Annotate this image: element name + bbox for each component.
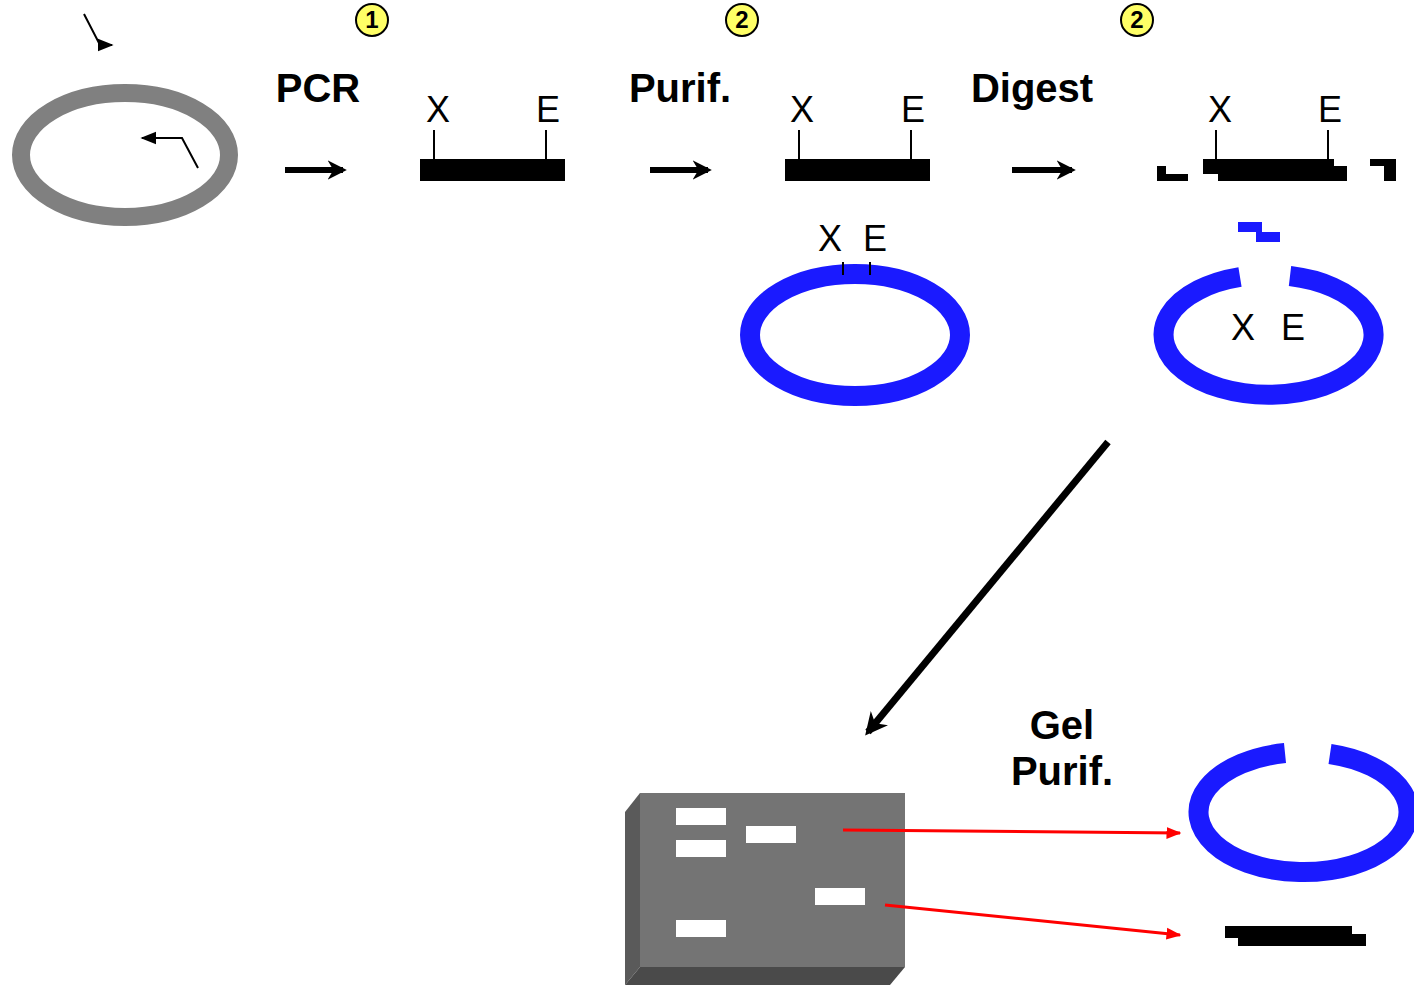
site-tick bbox=[798, 130, 800, 159]
purified-vector bbox=[1199, 753, 1409, 872]
site-label: X bbox=[426, 89, 450, 130]
cut-end-piece bbox=[1370, 159, 1396, 181]
reverse-primer bbox=[142, 138, 198, 168]
step-label: Purif. bbox=[629, 65, 731, 111]
step-label: PCR bbox=[276, 65, 360, 111]
site-label: E bbox=[901, 89, 925, 130]
extract-arrow bbox=[843, 830, 1180, 833]
site-label: X bbox=[1208, 89, 1232, 130]
cut-vector bbox=[1164, 276, 1374, 395]
digested-fragment bbox=[1203, 159, 1347, 181]
site-tick bbox=[545, 130, 547, 159]
site-label: E bbox=[536, 89, 560, 130]
step-arrow bbox=[285, 167, 343, 173]
site-label: E bbox=[1281, 307, 1305, 348]
site-tick bbox=[1327, 130, 1329, 159]
flow-arrow bbox=[868, 442, 1108, 732]
vector-stuffer-piece bbox=[1238, 222, 1280, 242]
callout-number: 1 bbox=[355, 3, 389, 37]
purified-insert bbox=[1225, 926, 1366, 946]
gel-side bbox=[625, 793, 640, 985]
site-tick bbox=[910, 130, 912, 159]
gel-band bbox=[815, 888, 865, 905]
site-tick bbox=[433, 130, 435, 159]
template-plasmid bbox=[21, 93, 229, 217]
gel-band bbox=[676, 920, 726, 937]
site-label: X bbox=[818, 218, 842, 259]
site-tick bbox=[869, 262, 871, 275]
step-arrow bbox=[650, 167, 708, 173]
callout-text: 2 bbox=[1130, 8, 1143, 32]
callout-number: 2 bbox=[1120, 3, 1154, 37]
callout-text: 1 bbox=[365, 8, 378, 32]
callout-text: 2 bbox=[735, 8, 748, 32]
step-label: Gel Purif. bbox=[987, 702, 1137, 794]
step-label: Digest bbox=[971, 65, 1093, 111]
vector-plasmid bbox=[750, 274, 960, 396]
gel-slab bbox=[640, 793, 905, 967]
gel-band bbox=[746, 826, 796, 843]
site-label: E bbox=[1318, 89, 1342, 130]
site-tick bbox=[842, 262, 844, 275]
purified-fragment bbox=[785, 159, 930, 181]
gel-band bbox=[676, 840, 726, 857]
step-arrow bbox=[1012, 167, 1072, 173]
site-label: X bbox=[790, 89, 814, 130]
site-tick bbox=[1215, 130, 1217, 159]
site-label: E bbox=[863, 218, 887, 259]
pcr-fragment bbox=[420, 159, 565, 181]
gel-bottom bbox=[625, 967, 905, 985]
callout-number: 2 bbox=[725, 3, 759, 37]
gel-band bbox=[676, 808, 726, 825]
extract-arrow bbox=[885, 905, 1180, 935]
cut-end-piece bbox=[1157, 166, 1188, 181]
forward-primer bbox=[84, 14, 112, 45]
site-label: X bbox=[1231, 307, 1255, 348]
